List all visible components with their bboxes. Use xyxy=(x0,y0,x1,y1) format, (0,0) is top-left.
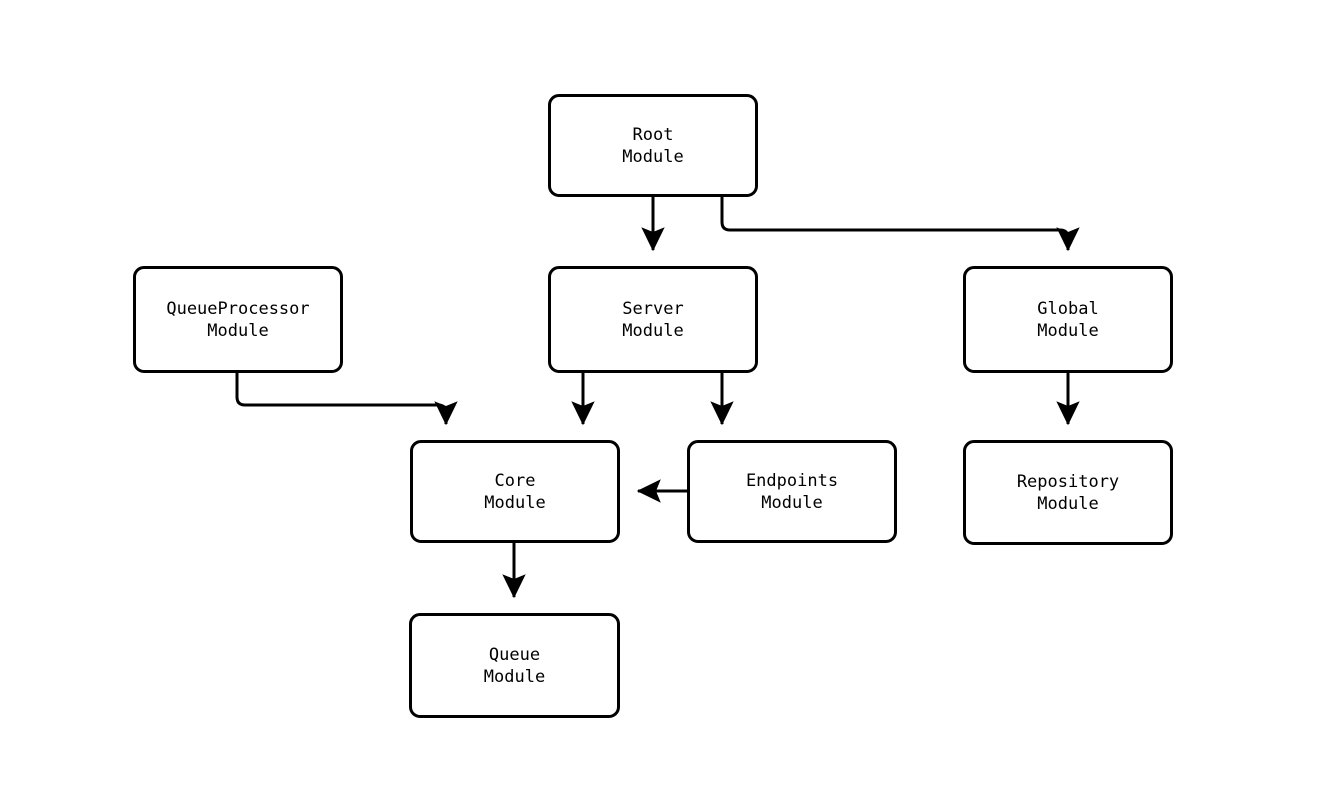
node-repository-label-line2: Module xyxy=(1037,493,1099,514)
edge-root-to-global xyxy=(720,197,1080,252)
node-server-label-line1: Server xyxy=(622,298,684,319)
node-root-label-line1: Root xyxy=(632,124,674,145)
node-repository-label-line1: Repository xyxy=(1016,471,1120,492)
node-server-label-line2: Module xyxy=(622,320,684,341)
node-core-label-line1: Core xyxy=(494,470,536,491)
node-core-label-line2: Module xyxy=(484,492,546,513)
node-endpoints-label-line2: Module xyxy=(761,492,823,513)
edge-queueprocessor-to-core xyxy=(235,373,458,426)
node-queue-label-line2: Module xyxy=(483,666,546,687)
node-queueprocessor-label-line1: QueueProcessor xyxy=(166,298,310,319)
node-global-label-line1: Global xyxy=(1037,298,1099,319)
node-queueprocessor-label-line2: Module xyxy=(207,320,269,341)
node-queue-label-line1: Queue xyxy=(488,644,541,665)
node-root-label-line2: Module xyxy=(622,146,684,167)
node-global-label-line2: Module xyxy=(1037,320,1099,341)
node-endpoints-label-line1: Endpoints xyxy=(745,470,839,491)
